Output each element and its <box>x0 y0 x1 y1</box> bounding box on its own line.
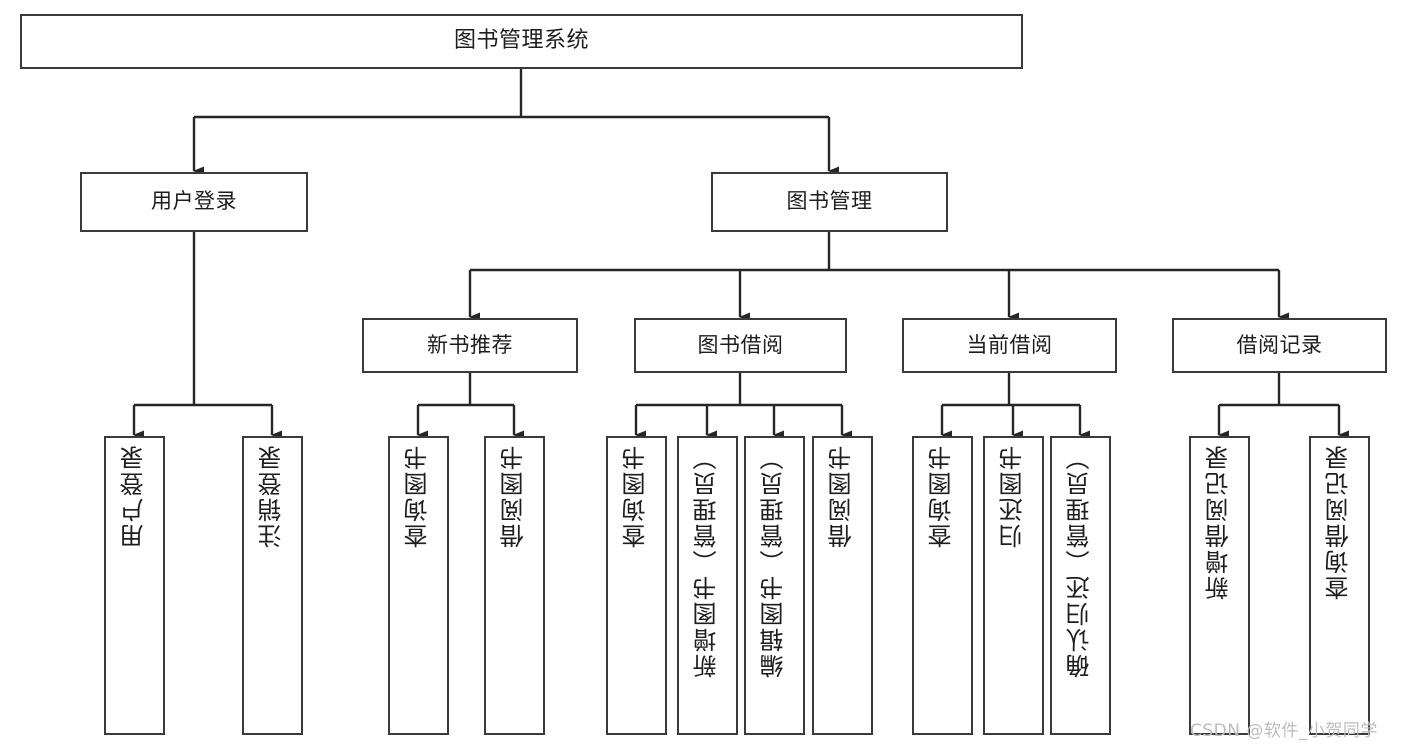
node-label: 图书管理 <box>786 189 873 214</box>
node-label: 新书推荐 <box>427 332 513 357</box>
node-leaf-user-login[interactable]: 用户登录 <box>104 436 165 735</box>
node-leaf-borrow-book-1[interactable]: 借阅图书 <box>484 436 545 735</box>
node-label: 新增图书（管理员） <box>692 444 721 678</box>
node-label: 用户登录 <box>151 189 237 214</box>
node-leaf-add-book-admin[interactable]: 新增图书（管理员） <box>677 436 738 735</box>
node-leaf-edit-book-admin[interactable]: 编辑图书（管理员） <box>744 436 805 735</box>
node-label: 图书借阅 <box>697 332 784 357</box>
node-borrow-record[interactable]: 借阅记录 <box>1172 318 1387 373</box>
node-label: 查询图书 <box>927 444 956 548</box>
node-current-borrow[interactable]: 当前借阅 <box>902 318 1117 373</box>
node-label: 编辑图书（管理员） <box>759 444 788 678</box>
node-label: 归还图书 <box>998 444 1027 548</box>
node-label: 新增借阅记录 <box>1204 444 1233 600</box>
node-label: 查询借阅记录 <box>1324 444 1353 600</box>
node-leaf-query-book-3[interactable]: 查询图书 <box>912 436 973 735</box>
node-book-manage[interactable]: 图书管理 <box>711 172 948 232</box>
node-label: 注销登录 <box>257 444 286 548</box>
node-label: 确认归还（管理员） <box>1065 444 1094 678</box>
node-label: 借阅图书 <box>827 444 856 548</box>
node-label: 查询图书 <box>621 444 650 548</box>
node-label: 借阅记录 <box>1236 332 1323 357</box>
node-leaf-logout[interactable]: 注销登录 <box>242 436 303 735</box>
node-leaf-query-borrow-record[interactable]: 查询借阅记录 <box>1309 436 1370 735</box>
watermark: CSDN @软件_小贺同学 <box>1190 721 1378 741</box>
node-leaf-return-book[interactable]: 归还图书 <box>983 436 1044 735</box>
node-root[interactable]: 图书管理系统 <box>20 14 1023 69</box>
node-book-borrow[interactable]: 图书借阅 <box>634 318 847 373</box>
node-label: 图书管理系统 <box>453 28 589 54</box>
node-label: 查询图书 <box>403 444 432 548</box>
node-new-book-recommend[interactable]: 新书推荐 <box>362 318 578 373</box>
node-leaf-query-book-2[interactable]: 查询图书 <box>606 436 667 735</box>
node-user-login[interactable]: 用户登录 <box>80 172 308 232</box>
node-leaf-borrow-book-2[interactable]: 借阅图书 <box>812 436 873 735</box>
node-label: 借阅图书 <box>499 444 528 548</box>
node-leaf-add-borrow-record[interactable]: 新增借阅记录 <box>1189 436 1250 735</box>
node-label: 用户登录 <box>119 444 148 548</box>
node-leaf-confirm-return-admin[interactable]: 确认归还（管理员） <box>1050 436 1111 735</box>
node-leaf-query-book-1[interactable]: 查询图书 <box>388 436 449 735</box>
node-label: 当前借阅 <box>966 332 1053 357</box>
